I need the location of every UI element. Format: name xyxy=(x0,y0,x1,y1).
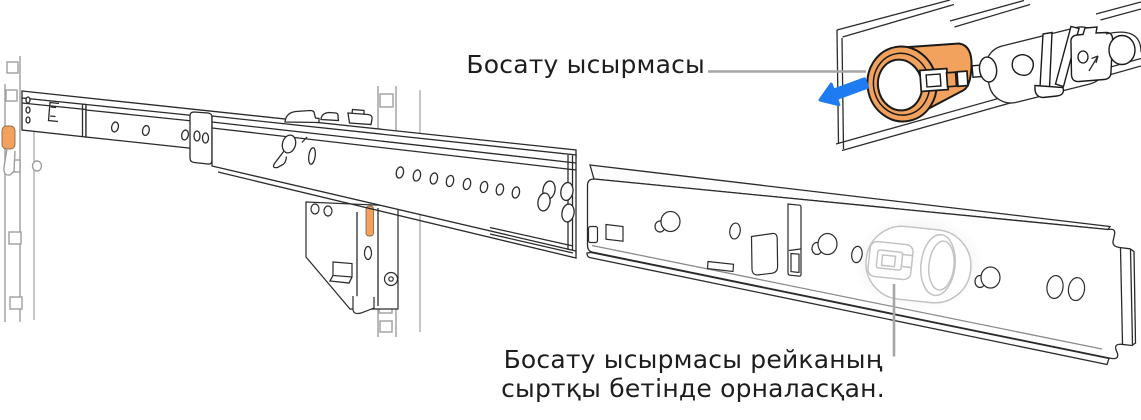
latch-location-caption-line1: Босату ысырмасы рейканың xyxy=(503,345,883,374)
latch-location-caption-line2: сыртқы бетінде орналасқан. xyxy=(501,373,885,403)
rail-hole-row xyxy=(395,166,521,199)
panel-cutouts xyxy=(587,203,1086,302)
release-latch-closeup xyxy=(818,0,1141,152)
callout-lines xyxy=(708,70,896,357)
bracket-orange-pin xyxy=(365,205,374,237)
rail-mount-bracket xyxy=(305,201,399,315)
release-latch-highlight xyxy=(865,225,972,304)
release-latch-cylinder xyxy=(866,42,973,123)
front-release-tab xyxy=(1,125,43,176)
rail-lock-lever xyxy=(272,134,317,169)
outer-rail-panel xyxy=(586,164,1137,366)
left-arrow-icon xyxy=(818,77,870,107)
rack-post-front-left xyxy=(4,56,35,322)
release-latch-label: Босату ысырмасы xyxy=(466,50,705,79)
latch-location-caption: Босату ысырмасы рейканың сыртқы бетінде … xyxy=(478,345,908,403)
telescoping-slide-rail xyxy=(21,90,577,259)
